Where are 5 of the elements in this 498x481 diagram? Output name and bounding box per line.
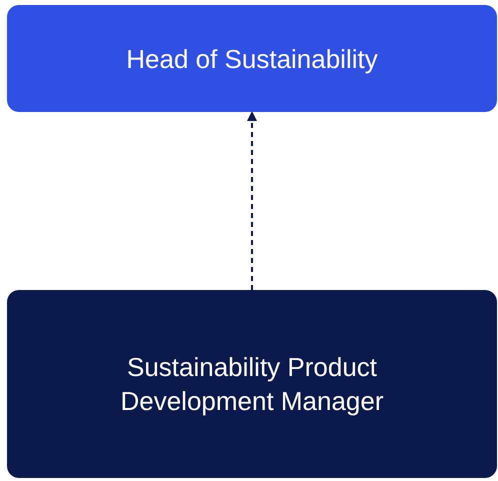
role-box: [7, 290, 497, 478]
role-title: Sustainability Product Development Manager: [119, 351, 385, 418]
role-title: Head of Sustainability: [126, 42, 378, 76]
dashed-arrow: [247, 111, 257, 290]
role-box: [7, 5, 497, 112]
